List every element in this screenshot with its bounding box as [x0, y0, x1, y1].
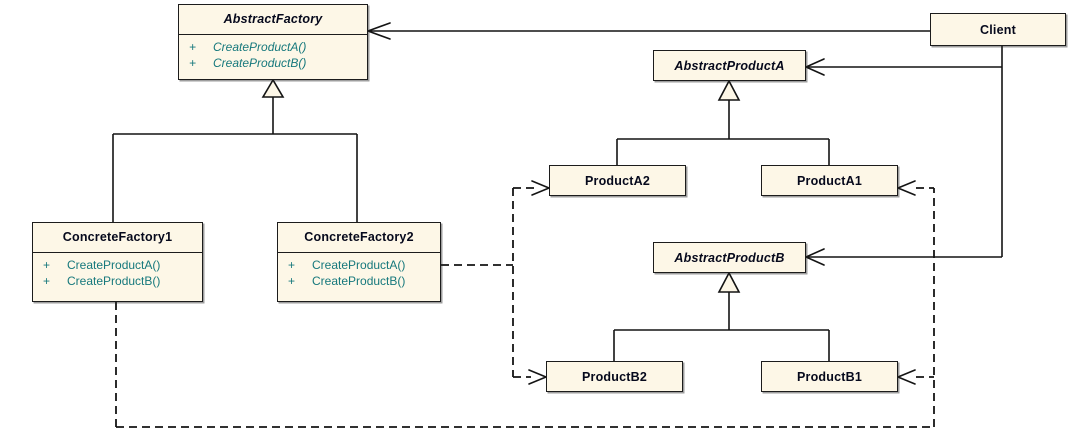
open-arrowhead-icon	[804, 248, 825, 266]
class-title: ProductA2	[584, 173, 650, 188]
method-signature: CreateProductB()	[213, 55, 307, 70]
class-title: ProductB1	[796, 369, 862, 384]
method-signature: CreateProductA()	[67, 258, 161, 272]
class-box-abstractproductb: AbstractProductB	[653, 242, 806, 273]
class-title: ProductB2	[581, 369, 647, 384]
class-box-client: Client	[930, 13, 1066, 46]
method-item: + CreateProductB()	[284, 274, 434, 290]
visibility-symbol: +	[43, 258, 51, 272]
class-box-producta1: ProductA1	[761, 165, 898, 196]
visibility-symbol: +	[43, 273, 51, 288]
visibility-symbol: +	[288, 273, 296, 288]
class-title: ProductA1	[796, 173, 862, 188]
class-box-productb1: ProductB1	[761, 361, 898, 392]
method-signature: CreateProductB()	[312, 273, 406, 288]
generalization-products-to-abstractproductb	[613, 271, 830, 361]
open-arrowhead-icon	[531, 180, 552, 196]
class-title: AbstractFactory	[179, 5, 367, 35]
class-title: Client	[980, 22, 1016, 37]
association-client-to-abstractfactory	[365, 22, 930, 40]
hollow-triangle-icon	[261, 78, 285, 98]
generalization-factories-to-abstractfactory	[112, 78, 358, 222]
method-compartment: + CreateProductA() + CreateProductB()	[179, 35, 367, 71]
class-box-productb2: ProductB2	[546, 361, 683, 392]
visibility-symbol: +	[189, 40, 197, 54]
generalization-products-to-abstractproducta	[616, 79, 830, 165]
hollow-triangle-icon	[717, 79, 741, 101]
class-box-concretefactory2: ConcreteFactory2 + CreateProductA() + Cr…	[277, 222, 441, 302]
method-compartment: + CreateProductA() + CreateProductB()	[278, 253, 440, 289]
visibility-symbol: +	[288, 258, 296, 272]
dependency-concretefactory1-to-products	[115, 180, 935, 428]
open-arrowhead-icon	[895, 180, 916, 196]
open-arrowhead-icon	[804, 58, 825, 76]
association-client-to-abstractproducts	[804, 46, 1003, 266]
class-title: ConcreteFactory2	[278, 223, 440, 253]
open-arrowhead-icon	[528, 369, 549, 385]
method-signature: CreateProductA()	[312, 258, 406, 272]
class-box-abstractfactory: AbstractFactory + CreateProductA() + Cre…	[178, 4, 368, 80]
method-item: + CreateProductB()	[185, 56, 361, 72]
class-title: ConcreteFactory1	[33, 223, 202, 253]
class-title: AbstractProductB	[674, 250, 785, 265]
open-arrowhead-icon	[895, 369, 916, 385]
method-compartment: + CreateProductA() + CreateProductB()	[33, 253, 202, 289]
class-title: AbstractProductA	[674, 58, 785, 73]
method-item: + CreateProductA()	[39, 258, 196, 274]
dependency-concretefactory2-to-products	[441, 180, 552, 385]
hollow-triangle-icon	[717, 271, 741, 293]
method-item: + CreateProductA()	[284, 258, 434, 274]
class-box-producta2: ProductA2	[549, 165, 686, 196]
method-signature: CreateProductA()	[213, 40, 307, 54]
class-box-abstractproducta: AbstractProductA	[653, 50, 806, 81]
visibility-symbol: +	[189, 55, 197, 70]
method-item: + CreateProductB()	[39, 274, 196, 290]
open-arrowhead-icon	[365, 22, 391, 40]
method-item: + CreateProductA()	[185, 40, 361, 56]
class-box-concretefactory1: ConcreteFactory1 + CreateProductA() + Cr…	[32, 222, 203, 302]
method-signature: CreateProductB()	[67, 273, 161, 288]
